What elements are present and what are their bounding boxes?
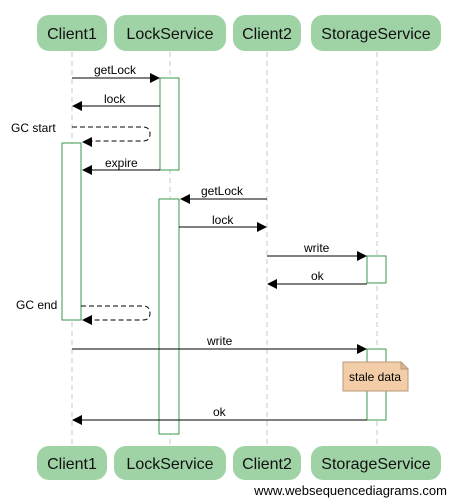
arrowhead [267, 279, 277, 289]
note-box [342, 361, 409, 392]
arrowhead [150, 73, 160, 83]
arrowhead [82, 315, 92, 325]
arrowhead [82, 137, 92, 147]
participant-client1-bottom [37, 446, 107, 480]
activation-lockservice-1 [159, 77, 180, 171]
arrowhead [357, 251, 367, 261]
participant-lockservice-top [114, 15, 226, 51]
message-label: getLock [94, 63, 137, 77]
message-label: ok [213, 405, 227, 419]
arrowhead [357, 344, 367, 354]
participant-label: LockService [126, 26, 213, 43]
footer-watermark: www.websequencediagrams.com [253, 483, 447, 498]
participant-label: Client1 [47, 456, 97, 473]
message-label: lock [104, 92, 126, 106]
participant-lockservice-bottom [114, 446, 226, 480]
message-label: getLock [201, 184, 244, 198]
message-label: GC end [16, 298, 57, 312]
participant-label: Client2 [242, 456, 292, 473]
participant-storageservice-bottom [311, 446, 441, 480]
activation-storageservice-1 [366, 255, 387, 284]
arrowhead [82, 165, 92, 175]
participant-label: Client2 [242, 26, 292, 43]
note-text: stale data [349, 370, 401, 384]
message-label: GC start [11, 121, 56, 135]
participant-label: StorageService [321, 456, 430, 473]
message-label: write [303, 241, 330, 255]
message-label: expire [105, 156, 138, 170]
participant-label: LockService [126, 456, 213, 473]
message-label: write [206, 334, 233, 348]
participant-label: StorageService [321, 26, 430, 43]
arrowhead [72, 415, 82, 425]
message-label: lock [212, 213, 234, 227]
activation-client1-gc [61, 142, 82, 321]
participant-client2-top [233, 15, 301, 51]
participant-label: Client1 [47, 26, 97, 43]
participant-client1-top [37, 15, 107, 51]
participant-storageservice-top [311, 15, 441, 51]
message-self-arrow [81, 305, 151, 321]
note-fold [400, 360, 410, 370]
activation-lockservice-2 [158, 198, 180, 435]
participant-client2-bottom [233, 446, 301, 480]
arrowhead [257, 222, 267, 232]
arrowhead [72, 101, 82, 111]
message-label: ok [311, 269, 325, 283]
arrowhead [180, 194, 190, 204]
message-self-arrow [72, 126, 151, 142]
